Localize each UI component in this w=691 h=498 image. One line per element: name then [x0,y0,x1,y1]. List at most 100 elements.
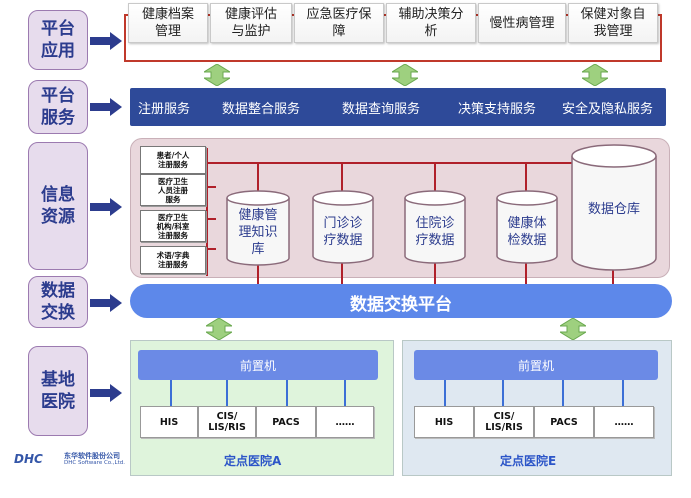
service-integration: 数据整合服务 [222,102,301,117]
arrow-right-icon [90,32,122,50]
system-pacs-a: PACS [256,406,316,438]
layer-label-platform-service: 平台 服务 [28,80,88,134]
system-his-a: HIS [140,406,198,438]
app-chronic-disease: 慢性病管理 [478,3,566,43]
layer-label-platform-app: 平台 应用 [28,10,88,70]
connector-line [502,380,504,406]
database-cylinder-icon [496,190,558,264]
connector-line [206,186,216,188]
connector-line [170,380,172,406]
connector-line [562,380,564,406]
layer-label-info-resource: 信息 资源 [28,142,88,270]
connector-line [206,148,208,276]
connector-line [206,248,216,250]
system-pacs-e: PACS [534,406,594,438]
layer-label-text: 平台 服务 [41,86,75,128]
data-exchange-label: 数据交换平台 [350,295,452,315]
service-decision: 决策支持服务 [458,102,537,117]
arrow-right-icon [90,98,122,116]
double-arrow-icon [206,318,232,340]
app-label: 慢性病管理 [489,15,555,31]
hospital-name-a: 定点医院A [224,454,282,468]
layer-label-text: 数据 交换 [41,281,75,323]
system-label: HIS [434,416,454,428]
system-label: …… [614,416,634,428]
double-arrow-icon [560,318,586,340]
registry-organization: 医疗卫生 机构/科室 注册服务 [140,210,206,242]
double-arrow-icon [582,64,608,86]
system-label: PACS [272,416,300,428]
app-emergency-care: 应急医疗保 障 [294,3,384,43]
layer-label-text: 平台 应用 [41,19,75,61]
registry-patient: 患者/个人 注册服务 [140,146,206,174]
system-his-e: HIS [414,406,474,438]
database-inpatient: 住院诊 疗数据 [415,216,455,248]
connector-line [341,162,343,196]
system-cis-a: CIS/ LIS/RIS [198,406,256,438]
connector-line [341,262,343,284]
layer-label-data-exchange: 数据 交换 [28,276,88,328]
double-arrow-icon [392,64,418,86]
service-registration: 注册服务 [138,102,191,117]
system-cis-e: CIS/ LIS/RIS [474,406,534,438]
layer-label-base-hospital: 基地 医院 [28,346,88,436]
system-label: …… [335,416,355,428]
database-cylinder-icon [404,190,466,264]
system-more-a: …… [316,406,374,438]
registry-label: 患者/个人 注册服务 [156,151,190,169]
front-server-e: 前置机 [414,350,658,380]
registry-terminology: 术语/字典 注册服务 [140,246,206,274]
data-warehouse-cylinder-icon [571,144,657,271]
connector-line [612,268,614,284]
company-name-cn: 东华软件股份公司 [64,452,120,460]
connector-line [286,380,288,406]
app-label: 保健对象自 我管理 [580,7,646,39]
service-security: 安全及隐私服务 [562,102,654,117]
service-query: 数据查询服务 [342,102,421,117]
connector-line [525,262,527,284]
app-label: 健康档案 管理 [141,7,194,39]
registry-staff: 医疗卫生 人员注册 服务 [140,174,206,206]
connector-line [226,380,228,406]
connector-line [622,380,624,406]
system-label: HIS [159,416,179,428]
service-bar [130,88,666,126]
app-label: 辅助决策分 析 [398,7,464,39]
app-health-record: 健康档案 管理 [128,3,208,43]
connector-line [434,162,436,196]
registry-label: 医疗卫生 人员注册 服务 [158,176,188,204]
app-self-management: 保健对象自 我管理 [568,3,658,43]
database-outpatient: 门诊诊 疗数据 [323,216,363,248]
connector-line [525,162,527,196]
data-exchange-bar [130,284,672,318]
front-server-a: 前置机 [138,350,378,380]
hospital-name-e: 定点医院E [500,454,557,468]
registry-label: 术语/字典 注册服务 [156,251,190,269]
connector-line [344,380,346,406]
connector-line [257,162,259,198]
connector-line [434,262,436,284]
app-label: 应急医疗保 障 [306,7,372,39]
app-label: 健康评估 与监护 [224,7,277,39]
double-arrow-icon [204,64,230,86]
company-name-en: DHC Software Co.,Ltd. [64,460,126,466]
app-health-assessment: 健康评估 与监护 [210,3,292,43]
registry-label: 医疗卫生 机构/科室 注册服务 [156,212,190,240]
database-cylinder-icon [226,190,290,266]
connector-line [444,380,446,406]
system-more-e: …… [594,406,654,438]
front-server-label: 前置机 [517,358,554,373]
arrow-right-icon [90,294,122,312]
database-cylinder-icon [312,190,374,264]
front-server-label: 前置机 [239,358,276,373]
database-warehouse: 数据仓库 [587,202,640,217]
database-physical-exam: 健康体 检数据 [507,216,547,248]
arrow-right-icon [90,198,122,216]
system-label: CIS/ LIS/RIS [208,411,246,433]
database-health-knowledge: 健康管 理知识 库 [238,208,278,257]
system-label: CIS/ LIS/RIS [485,411,523,433]
connector-line [206,218,216,220]
app-decision-support: 辅助决策分 析 [386,3,476,43]
arrow-right-icon [90,384,122,402]
layer-label-text: 基地 医院 [41,370,75,412]
